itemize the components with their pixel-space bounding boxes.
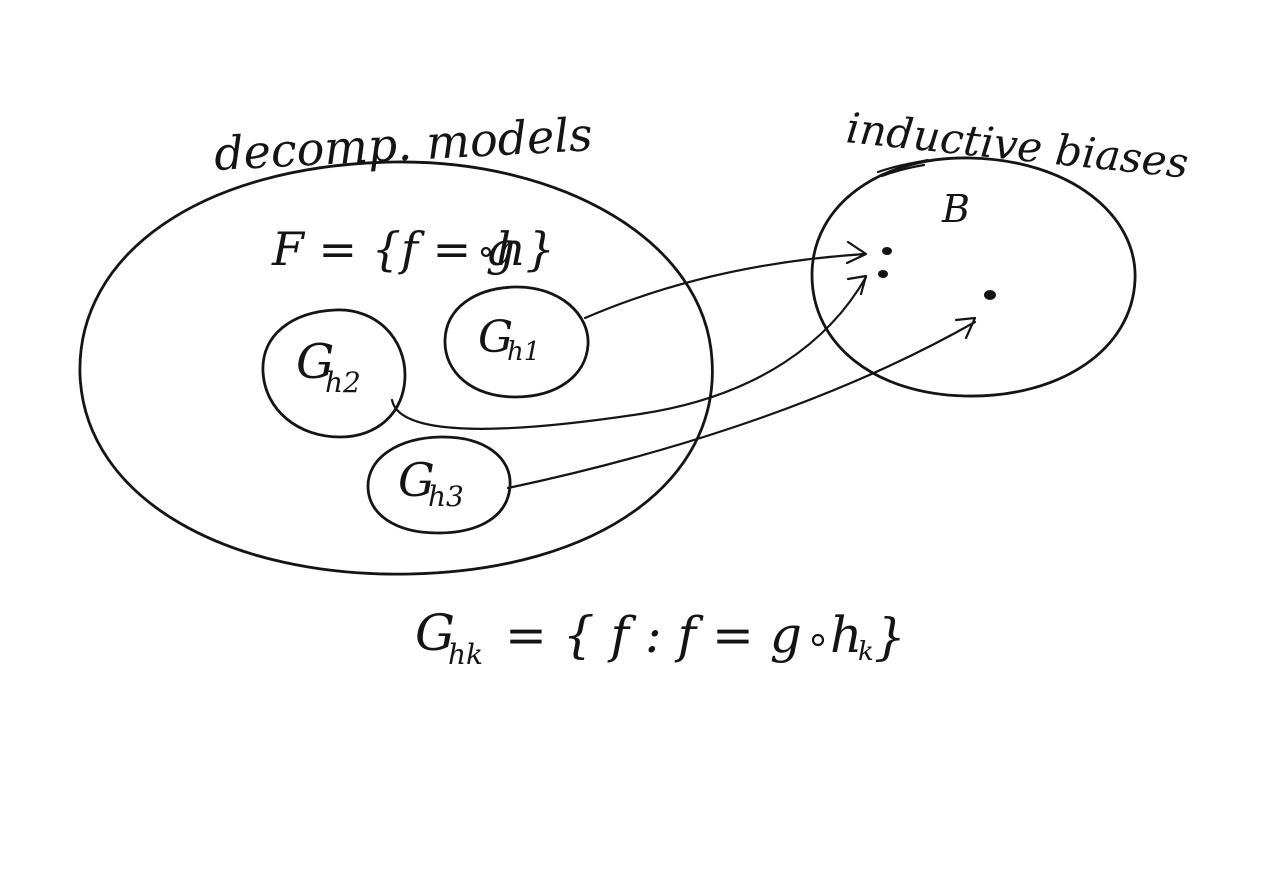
subset-circle-h1 (443, 285, 590, 399)
arrowhead-h3 (954, 316, 977, 340)
bias-point-1 (882, 247, 892, 255)
subset-label-h1-name: G (478, 312, 513, 363)
formula-g: G (415, 604, 455, 662)
decomp-models-ellipse (78, 160, 714, 576)
g-hk-formula: G hk = { f : f = g h k } (415, 604, 906, 671)
subset-label-h2-sub: h2 (325, 366, 361, 399)
arrow-h3 (506, 320, 977, 490)
subset-circle-h3 (366, 435, 512, 535)
arrow-h2 (390, 275, 868, 430)
bias-set-symbol: B (941, 187, 970, 231)
inductive-biases-label: inductive biases (844, 103, 1191, 188)
formula-g-sub: hk (448, 638, 483, 671)
formula-mid: = { f : f = g (505, 606, 802, 664)
subset-label-h1-sub: h1 (507, 337, 540, 367)
compose-operator (480, 246, 492, 258)
inductive-biases-circle (810, 156, 1137, 398)
subset-label-h2: G h2 (296, 334, 361, 399)
subset-label-h1: G h1 (478, 312, 540, 367)
subset-circle-h2 (261, 308, 407, 439)
subset-label-h3: G h3 (398, 453, 464, 513)
f-set-definition: F = {f = g h} (271, 222, 555, 276)
arrowhead-h2 (846, 274, 868, 296)
decomp-models-label: decomp. models (213, 107, 594, 181)
formula-h: h (830, 606, 862, 664)
subset-label-h2-name: G (296, 334, 334, 390)
bias-point-3 (984, 290, 996, 300)
arrowhead-h1 (845, 240, 868, 265)
formula-compose-operator (811, 633, 825, 647)
f-set-prefix: F = {f = g (271, 222, 515, 276)
subset-label-h3-sub: h3 (428, 480, 464, 513)
formula-end: } (874, 608, 906, 666)
underline-strokes (876, 158, 930, 178)
subset-label-h3-name: G (398, 453, 435, 507)
formula-k: k (858, 637, 874, 667)
f-set-suffix: h} (496, 222, 555, 276)
arrow-h1 (583, 252, 867, 320)
bias-point-2 (878, 270, 888, 278)
